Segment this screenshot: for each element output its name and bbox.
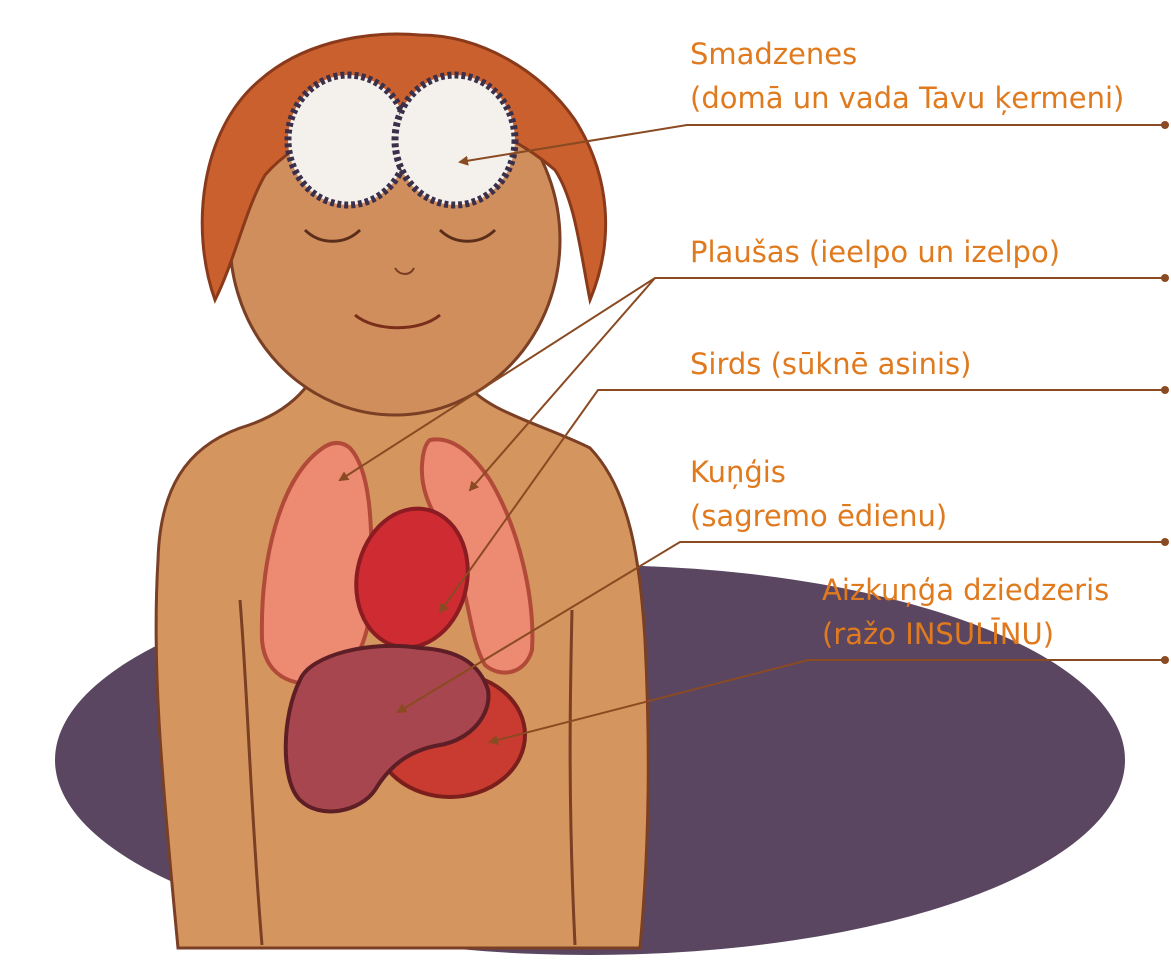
brain-left-hemisphere — [288, 75, 408, 205]
pancreas-label-description: (ražo INSULĪNU) — [822, 614, 1054, 654]
heart-label: Sirds (sūknē asinis) — [690, 344, 971, 384]
brain-label-description: (domā un vada Tavu ķermeni) — [690, 78, 1124, 118]
lungs-label: Plaušas (ieelpo un izelpo) — [690, 232, 1060, 272]
stomach-label-description: (sagremo ēdienu) — [690, 496, 947, 536]
pancreas-label-title: Aizkuņģa dziedzeris — [822, 570, 1109, 610]
brain-right-hemisphere — [395, 75, 515, 205]
brain-label-title: Smadzenes — [690, 34, 857, 74]
stomach-label-title: Kuņģis — [690, 452, 786, 492]
